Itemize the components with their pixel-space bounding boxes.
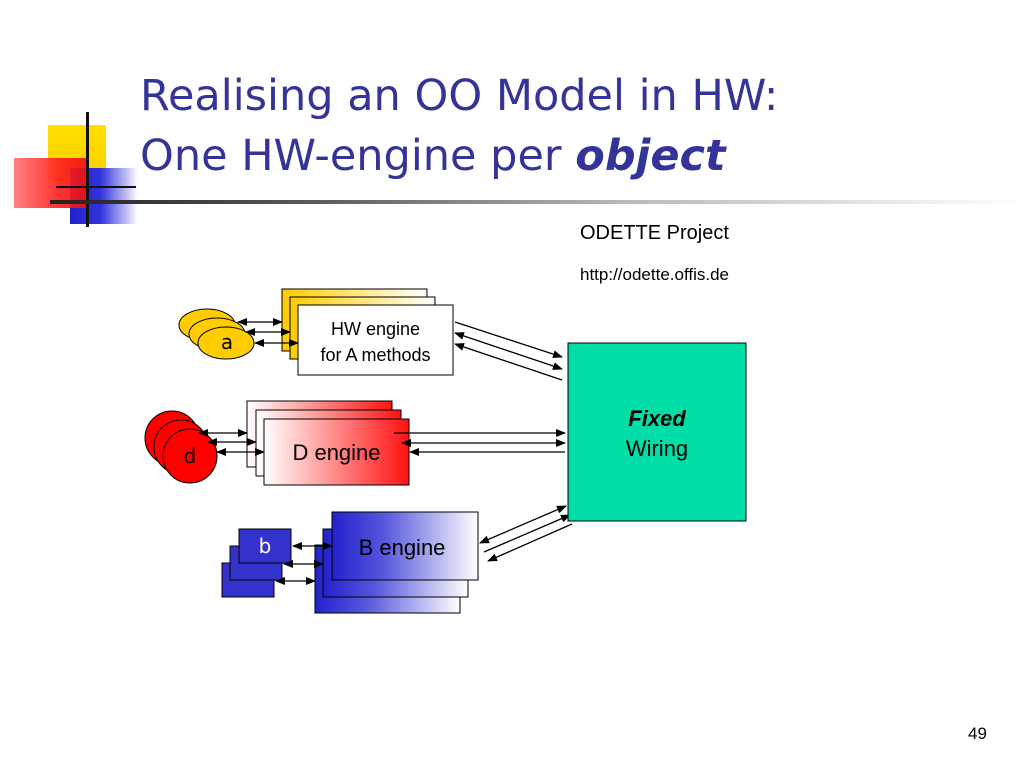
title-line-2-emphasis: object	[575, 131, 726, 181]
slide-title: Realising an OO Model in HW: One HW-engi…	[140, 66, 1000, 186]
d-object-label: d	[183, 444, 197, 468]
b-engine-label: B engine	[358, 535, 446, 560]
b-links	[275, 505, 573, 585]
wiring-label: Wiring	[625, 436, 689, 461]
d-links	[198, 429, 566, 456]
project-url: http://odette.offis.de	[580, 265, 730, 284]
decor-vertical-line	[86, 112, 89, 227]
a-engine-label-line2: for A methods	[320, 345, 431, 365]
b-engine-stack	[314, 511, 479, 614]
fixed-wiring-box	[567, 342, 747, 522]
d-engine-label: D engine	[292, 440, 381, 465]
a-object-label: a	[220, 330, 234, 354]
b-objects	[221, 528, 292, 598]
a-objects	[178, 308, 255, 360]
fixed-wiring-label: Fixed Wiring	[568, 404, 746, 464]
decor-red-square	[14, 158, 86, 208]
a-links	[237, 318, 563, 381]
title-rule	[50, 200, 1024, 204]
a-engine-label-line1: HW engine	[330, 319, 421, 339]
a-engine-label: HW engine for A methods	[298, 316, 453, 368]
decor-horizontal-line	[56, 186, 136, 188]
title-line-2: One HW-engine per object	[140, 126, 1000, 186]
d-objects	[144, 410, 218, 484]
project-name: ODETTE Project	[580, 222, 729, 244]
wiring-emphasis: Fixed	[628, 406, 686, 431]
page-number: 49	[968, 724, 987, 743]
title-line-1: Realising an OO Model in HW:	[140, 71, 779, 121]
b-object-label: b	[258, 534, 272, 558]
title-line-2-prefix: One HW-engine per	[140, 131, 576, 181]
d-engine-stack	[246, 400, 410, 486]
